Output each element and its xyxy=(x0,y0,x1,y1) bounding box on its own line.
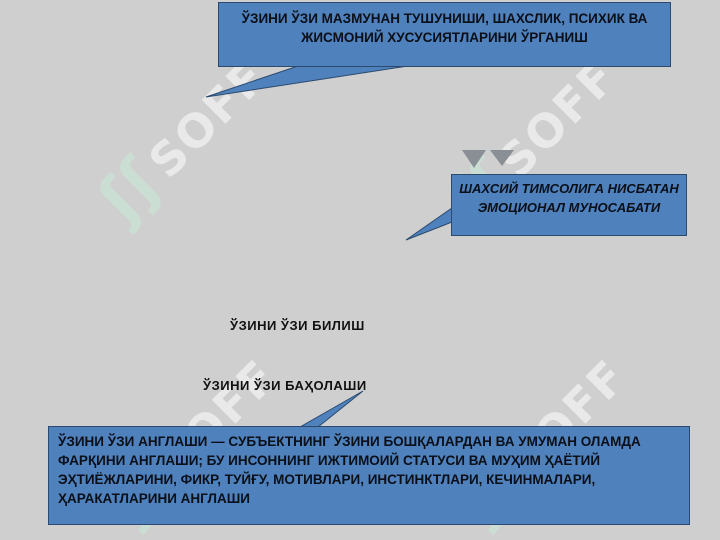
arrow-right-decor xyxy=(490,150,514,166)
bottom-callout-tail xyxy=(298,390,364,428)
top-callout-text: ЎЗИНИ ЎЗИ МАЗМУНАН ТУШУНИШИ, ШАХСЛИК, ПС… xyxy=(241,11,648,45)
right-callout-text: ШАХСИЙ ТИМСОЛИГА НИСБАТАН ЭМОЦИОНАЛ МУНО… xyxy=(459,181,679,215)
right-callout-tail xyxy=(405,207,453,241)
top-callout: ЎЗИНИ ЎЗИ МАЗМУНАН ТУШУНИШИ, ШАХСЛИК, ПС… xyxy=(218,2,671,67)
bottom-callout: ЎЗИНИ ЎЗИ АНГЛАШИ — СУБЪЕКТНИНГ ЎЗИНИ БО… xyxy=(48,426,690,525)
self-knowledge-label: ЎЗИНИ ЎЗИ БИЛИШ xyxy=(230,318,365,333)
self-assessment-label: ЎЗИНИ ЎЗИ БАҲОЛАШИ xyxy=(203,378,367,393)
top-callout-tail xyxy=(205,65,409,98)
bottom-callout-text: ЎЗИНИ ЎЗИ АНГЛАШИ — СУБЪЕКТНИНГ ЎЗИНИ БО… xyxy=(58,434,641,506)
arrow-left-decor xyxy=(462,150,486,168)
right-callout: ШАХСИЙ ТИМСОЛИГА НИСБАТАН ЭМОЦИОНАЛ МУНО… xyxy=(451,174,687,236)
